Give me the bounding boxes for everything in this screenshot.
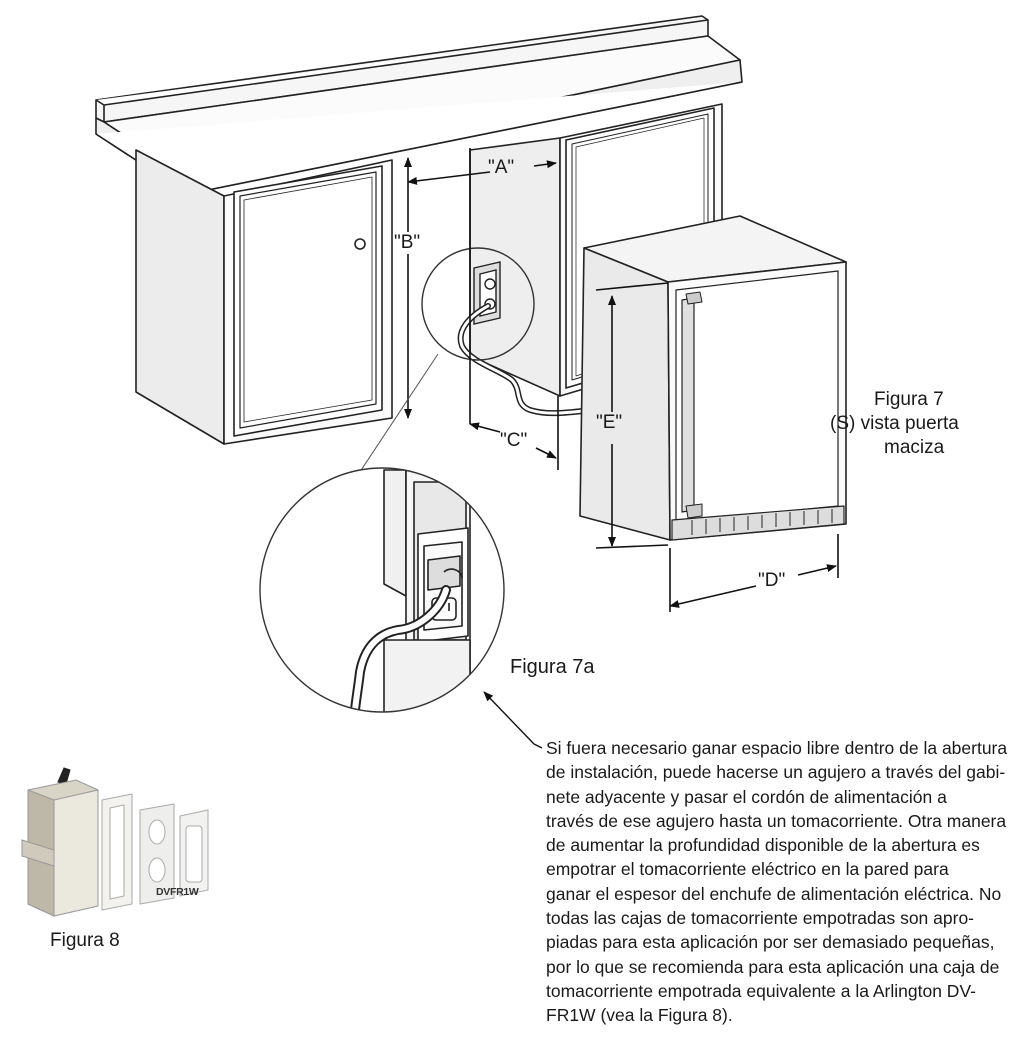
installation-note: Si fuera necesario ganar espacio libre d… [546,736,1015,1028]
note-line-9: piadas para esta aplicación por ser dema… [546,932,995,953]
detail-circle-large [259,467,505,713]
note-line-3: nete adyacente y pasar el cordón de alim… [546,786,947,807]
label-dimension-e: "E" [596,412,623,433]
label-dimension-d: "D" [758,570,786,591]
note-line-1: Si fuera necesario ganar espacio libre d… [546,738,1008,758]
dimension-a [407,148,557,424]
figure8-product-label: DVFR1W [156,886,199,898]
label-dimension-c: "C" [500,430,528,451]
figure8-caption: Figura 8 [50,930,120,951]
note-line-2: de instalación, puede hacerse un agujero… [546,762,1006,783]
note-line-5: de aumentar la profundidad disponible de… [546,835,980,856]
detail-circle-small [421,247,535,361]
refrigerator [579,215,847,541]
note-line-12: FR1W (vea la Figura 8). [546,1005,733,1026]
figure7-caption: Figura 7 (S) vista puerta maciza [828,388,1015,460]
figure7-line-2: (S) vista puerta [830,413,959,434]
note-line-8: todas las cajas de tomacorriente empotra… [546,908,975,929]
label-dimension-b: "B" [394,232,421,253]
dimension-d [669,534,839,612]
figure7a-caption: Figura 7a [510,656,595,678]
note-line-6: empotrar el tomacorriente eléctrico en l… [546,859,949,880]
grille-slots [691,509,833,535]
note-line-7: ganar el espesor del enchufe de alimenta… [546,883,1002,904]
dimension-e [595,282,669,549]
recessed-outlet-box-image [21,767,209,917]
note-line-10: por lo que se recomienda para esta aplic… [546,956,1000,977]
figure7-line-3: maciza [884,437,945,458]
left-cabinet [135,149,393,445]
label-dimension-a: "A" [488,157,515,178]
note-line-4: través de ese agujero hasta un tomacorri… [546,810,1007,831]
figure7-line-1: Figura 7 [874,389,944,410]
countertop [95,15,743,195]
callout-arrow [483,691,543,749]
note-line-11: tomacorriente empotrada equivalente a la… [546,980,976,1001]
dimension-c [469,396,559,470]
